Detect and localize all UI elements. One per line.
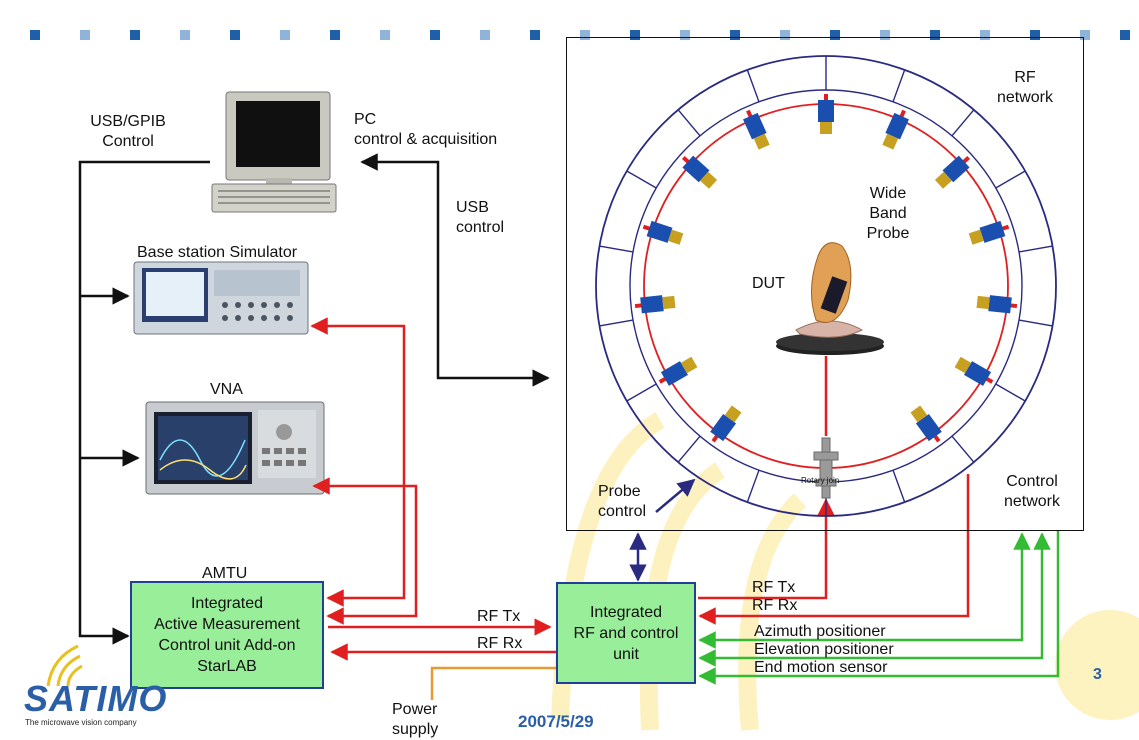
vna-label: VNA (210, 381, 243, 398)
ring-spoke (892, 69, 906, 103)
usb-gpib-control-text: Control (102, 133, 154, 150)
probe-icon (910, 405, 942, 443)
usb-text: USB (456, 199, 489, 216)
ring-spoke (626, 383, 657, 402)
vna-icon (145, 401, 325, 495)
amtu-box-line2: Active Measurement (154, 616, 300, 633)
amtu-box: Integrated Active Measurement Control un… (130, 581, 324, 689)
ring-spoke (1018, 245, 1053, 253)
usb-control-line (360, 153, 550, 387)
ring-spoke (746, 469, 760, 503)
band-text: Band (869, 205, 907, 222)
satimo-logo: SATIMO (24, 678, 168, 719)
anechoic-chamber-frame (566, 37, 1084, 531)
probe-array (634, 94, 1018, 443)
rf-network-line2: network (996, 89, 1054, 106)
base-station-simulator-icon (133, 261, 309, 335)
ring-spoke (951, 109, 975, 137)
green-control-lines (698, 530, 1060, 685)
dut-turntable (776, 242, 884, 436)
ring-spoke (892, 469, 906, 503)
wide-text: Wide (869, 185, 907, 202)
rf-rx-left-label: RF Rx (477, 635, 523, 652)
end-motion-sensor-label: End motion sensor (754, 659, 888, 676)
ring-spoke (599, 245, 634, 253)
pc-computer-icon (211, 91, 337, 213)
usb-control-label: USB control (456, 198, 504, 238)
rf-control-box-line2: RF and control (573, 624, 679, 642)
ring-spoke (1018, 319, 1053, 327)
page-number: 3 (1093, 666, 1102, 683)
probe-control-label: Probe control (598, 482, 646, 522)
power-line1: Power (392, 701, 438, 718)
probe-text: Probe (866, 225, 910, 242)
elevation-positioner-label: Elevation positioner (754, 641, 894, 658)
probe-icon (642, 220, 684, 245)
rf-control-box-line1: Integrated (589, 603, 663, 621)
slide-date: 2007/5/29 (518, 712, 594, 731)
usb-gpib-text: USB/GPIB (90, 113, 166, 130)
rf-network-line1: RF (1014, 69, 1036, 86)
rf-network-label: RF network (990, 68, 1060, 108)
azimuth-positioner-label: Azimuth positioner (754, 623, 886, 640)
ring-spoke (995, 170, 1026, 189)
rf-rx-right-label: RF Rx (752, 597, 798, 614)
ring-spoke (677, 109, 701, 137)
probe-control-lines (629, 478, 696, 582)
probe-icon (954, 356, 994, 386)
pc-label: PC control & acquisition (354, 110, 497, 150)
amtu-box-line1: Integrated (190, 595, 264, 612)
rf-control-box-line3: unit (613, 645, 639, 663)
amtu-box-line3: Control unit Add-on (158, 637, 296, 654)
usb-gpib-bus-lines (78, 160, 210, 645)
probe-icon (681, 155, 718, 189)
ring-spoke (746, 69, 760, 103)
ring-spoke (951, 435, 975, 463)
pc-title-text: PC (354, 111, 377, 128)
red-rf-lines-left (310, 317, 556, 661)
control-network-line2: network (1003, 493, 1061, 510)
rf-tx-left-label: RF Tx (477, 608, 521, 625)
rotary-joint-label: Rotary join (801, 476, 840, 485)
wide-band-probe-label: Wide Band Probe (858, 184, 918, 244)
control-network-line1: Control (1006, 473, 1058, 490)
rf-control-unit-box: Integrated RF and control unit (556, 582, 696, 684)
power-line2: supply (392, 721, 439, 738)
amtu-label: AMTU (202, 565, 248, 582)
probe-icon (934, 155, 971, 189)
rotary-joint-icon (813, 437, 839, 499)
power-supply-line (430, 666, 556, 700)
probe-control-line2: control (598, 503, 647, 520)
probe-icon (882, 109, 909, 150)
base-station-label: Base station Simulator (137, 244, 298, 261)
ring-spoke (677, 435, 701, 463)
header-squares (30, 30, 1130, 40)
satimo-tagline: The microwave vision company (25, 718, 137, 727)
probe-icon (710, 405, 742, 443)
power-supply-label: Power supply (392, 700, 438, 740)
ring-spoke (995, 383, 1026, 402)
ring-spoke (599, 319, 634, 327)
usb-control-text: control (456, 219, 505, 236)
amtu-box-line4: StarLAB (197, 658, 257, 675)
probe-icon (634, 295, 676, 314)
dut-label: DUT (752, 275, 785, 292)
usb-gpib-label: USB/GPIB Control (74, 112, 182, 152)
ring-spokes (599, 56, 1053, 516)
probe-control-line1: Probe (598, 483, 641, 500)
probe-icon (968, 220, 1010, 245)
pc-subtitle-text: control & acquisition (354, 131, 498, 148)
ring-spoke (626, 170, 657, 189)
probe-icon (976, 295, 1018, 314)
rf-tx-right-label: RF Tx (752, 579, 796, 596)
probe-icon (658, 356, 698, 386)
probe-icon (743, 109, 770, 150)
control-network-label: Control network (994, 472, 1070, 512)
probe-icon (818, 94, 834, 134)
logo-wave-icon (46, 644, 83, 687)
